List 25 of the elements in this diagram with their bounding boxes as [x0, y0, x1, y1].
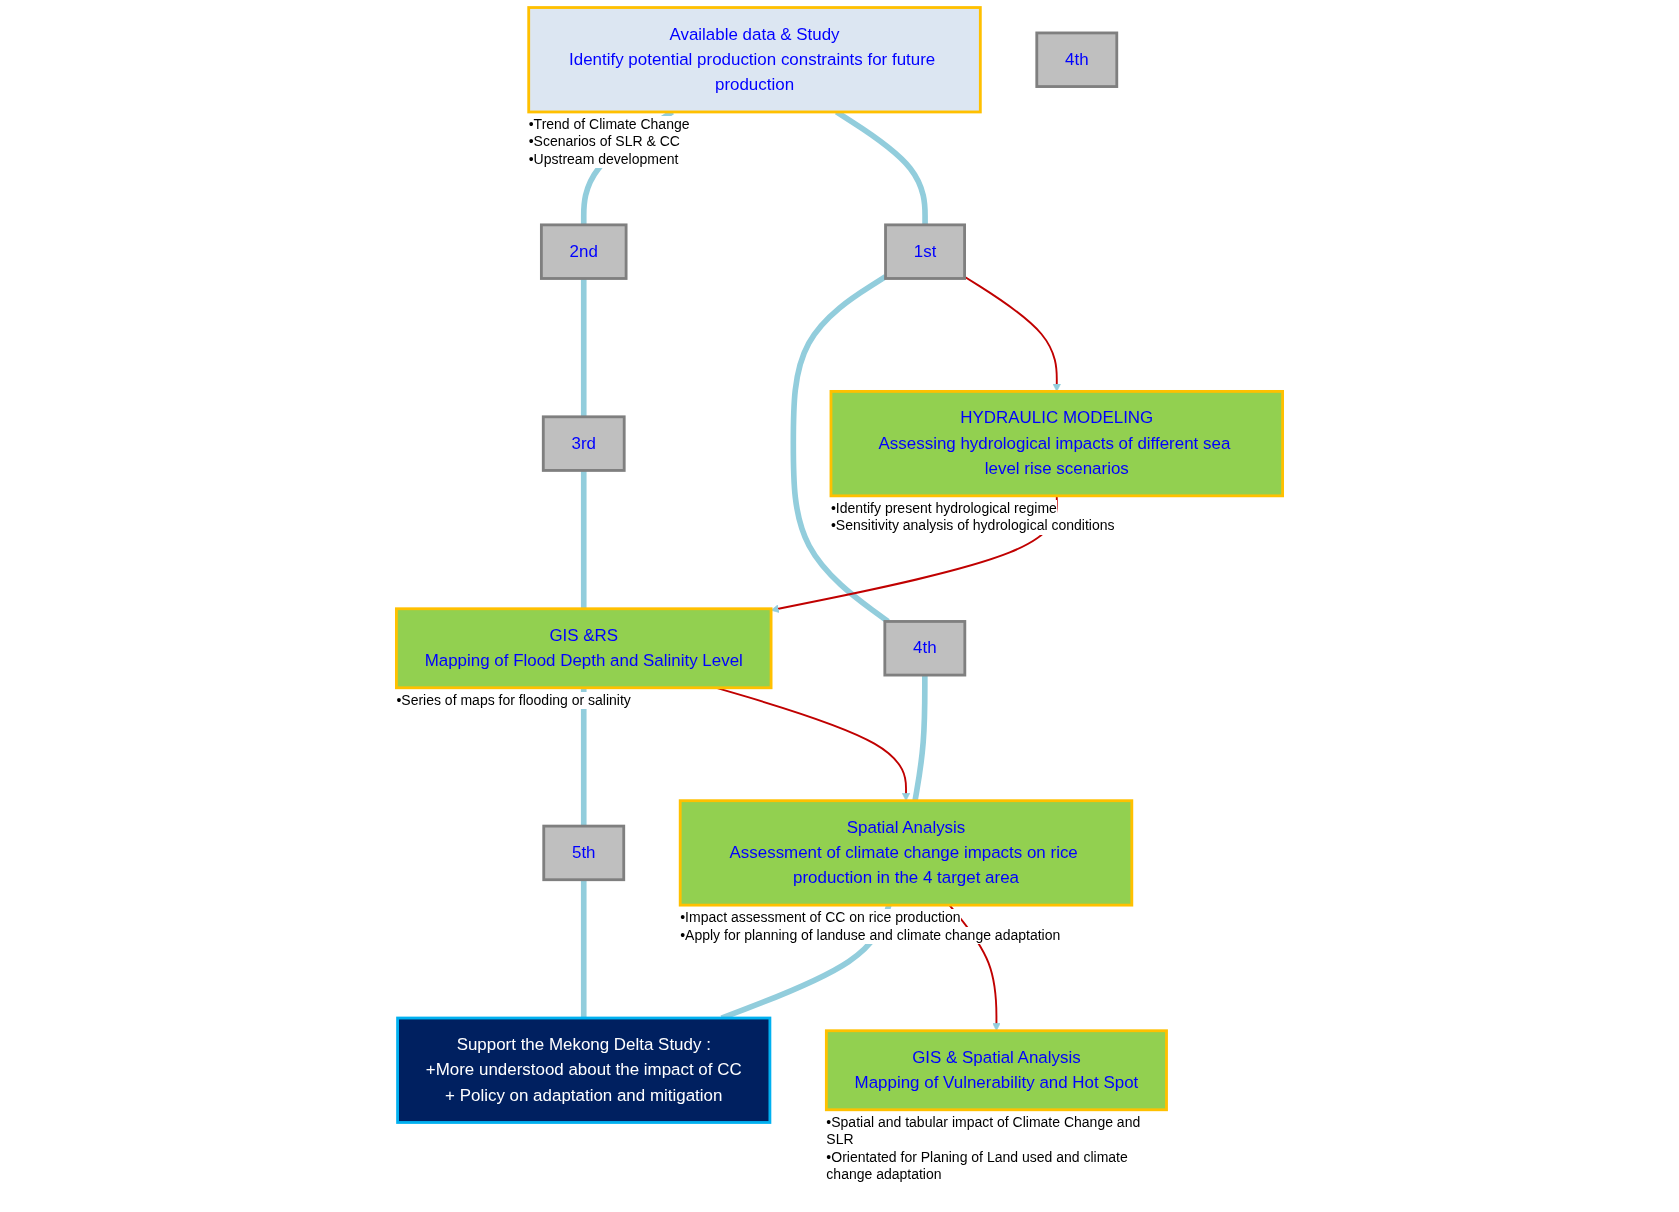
node-box: 1st: [884, 223, 966, 280]
node-box: HYDRAULIC MODELING Assessing hydrological impacts of different sea level rise scenarios: [829, 390, 1284, 498]
bullet-text: •Identify present hydrological regime: [830, 499, 1057, 518]
connector: [790, 274, 890, 624]
node-box: 5th: [542, 824, 626, 882]
node-box: GIS & Spatial Analysis Mapping of Vulnerability and Hot Spot: [824, 1029, 1168, 1112]
bullet-text: •Impact assessment of CC on rice production: [680, 909, 961, 927]
node-box: 2nd: [539, 223, 628, 280]
bullet-text: •Apply for planning of landuse and climate change adaptation: [680, 926, 1061, 945]
arrow: [963, 275, 1061, 392]
bullet-text: •Series of maps for flooding or salinity: [396, 691, 631, 710]
connector: [580, 470, 587, 609]
node-box: GIS &RS Mapping of Flood Depth and Salinity Level: [395, 607, 773, 690]
bullet-text: •Trend of Climate Change: [528, 115, 690, 134]
connector: [580, 278, 587, 417]
node-box: Spatial Analysis Assessment of climate change impacts on rice production in the 4 target area: [678, 799, 1134, 907]
connector: [580, 687, 587, 827]
node-box: 3rd: [541, 415, 626, 472]
bullet-text: •Sensitivity analysis of hydrological conditions: [830, 517, 1115, 535]
node-box: Available data & Study Identify potential production constraints for future production: [527, 6, 982, 114]
node-box: Support the Mekong Delta Study : +More understood about the impact of CC + Policy on adaptation and mitigation: [396, 1016, 772, 1124]
node-box: 4th: [1035, 31, 1119, 88]
bullet-text: •Scenarios of SLR & CC: [528, 133, 680, 151]
node-box: 4th: [883, 620, 967, 677]
connector: [580, 879, 587, 1019]
